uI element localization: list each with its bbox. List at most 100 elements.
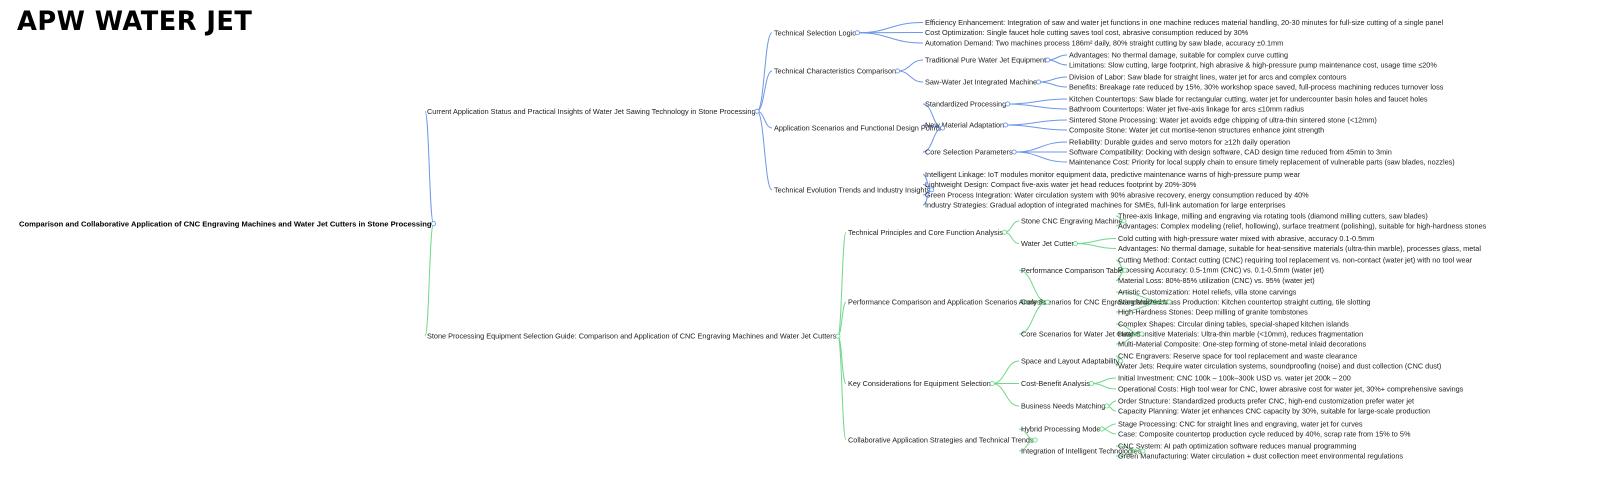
- mindmap-branch-label: Core Scenarios for Water Jet Cutters: [1021, 330, 1141, 339]
- mindmap-collapse-toggle[interactable]: [1121, 218, 1127, 224]
- mindmap-connector: [897, 59, 924, 72]
- mindmap-branch-label: Key Considerations for Equipment Selecti…: [848, 379, 991, 388]
- mindmap-leaf-label: Advantages: No thermal damage, suitable …: [1118, 244, 1481, 253]
- mindmap-connector: [756, 110, 773, 191]
- mindmap-leaf-label: High-Hardness Stones: Deep milling of gr…: [1118, 308, 1308, 317]
- mindmap-branch-label: Business Needs Matching: [1021, 402, 1105, 411]
- mindmap-collapse-toggle[interactable]: [835, 333, 841, 339]
- mindmap-connector: [837, 335, 847, 441]
- mindmap-connector: [1038, 76, 1068, 83]
- mindmap-leaf-label: Cutting Method: Contact cutting (CNC) re…: [1118, 256, 1473, 265]
- mindmap-leaf-label: Sintered Stone Processing: Water jet avo…: [1069, 116, 1377, 125]
- mindmap-branch-label: Water Jet Cutter: [1021, 239, 1074, 248]
- mindmap-leaf-label: Standardized Mass Production: Kitchen co…: [1118, 298, 1370, 307]
- mindmap-connector: [1047, 59, 1068, 66]
- mindmap-branch-label: Space and Layout Adaptability: [1021, 357, 1120, 366]
- mindmap-connector: [1014, 151, 1068, 163]
- mindmap-branch-label: Application Scenarios and Functional Des…: [774, 124, 941, 133]
- mindmap-connector: [1115, 450, 1143, 457]
- mindmap-collapse-toggle[interactable]: [1001, 229, 1007, 235]
- mindmap-connector: [1005, 124, 1068, 131]
- mindmap-leaf-label: Processing Accuracy: 0.5-1mm (CNC) vs. 0…: [1118, 266, 1324, 275]
- mindmap-leaf-label: Initial Investment: CNC 100k – 100k–300k…: [1118, 374, 1351, 383]
- mindmap-leaf-label: Benefits: Breakage rate reduced by 15%, …: [1069, 83, 1444, 92]
- mindmap-collapse-toggle[interactable]: [895, 68, 901, 74]
- mindmap-connector: [1075, 238, 1117, 244]
- mindmap-leaf-label: Heat-Sensitive Materials: Ultra-thin mar…: [1118, 330, 1363, 339]
- mindmap-collapse-toggle[interactable]: [754, 108, 760, 114]
- mindmap-leaf-label: Multi-Material Composite: One-step formi…: [1118, 340, 1367, 349]
- mindmap-branch-label: New Material Adaptation: [925, 121, 1004, 130]
- mindmap-branch-label: Hybrid Processing Mode: [1021, 425, 1101, 434]
- mindmap-connector: [1018, 301, 1048, 335]
- mindmap-collapse-toggle[interactable]: [1166, 299, 1172, 305]
- mindmap-leaf-label: Three-axis linkage, milling and engravin…: [1118, 212, 1428, 221]
- mindmap-collapse-toggle[interactable]: [1118, 358, 1124, 364]
- mindmap-leaf-label: Case: Composite countertop production cy…: [1118, 430, 1411, 439]
- mindmap-connector: [857, 32, 924, 44]
- mindmap-leaf-label: Order Structure: Standardized products p…: [1118, 397, 1414, 406]
- mindmap-leaf-label: Advantages: No thermal damage, suitable …: [1069, 51, 1288, 60]
- mindmap-connector: [424, 223, 435, 337]
- mindmap-leaf-label: Capacity Planning: Water jet enhances CN…: [1118, 407, 1430, 416]
- mindmap-collapse-toggle[interactable]: [989, 380, 995, 387]
- mindmap-collapse-toggle[interactable]: [854, 30, 860, 36]
- mindmap-branch-label: Integration of Intelligent Technologies: [1021, 447, 1142, 456]
- mindmap-leaf-label: Composite Stone: Water jet cut mortise-t…: [1069, 126, 1324, 135]
- mindmap-leaf-label: CNC Engravers: Reserve space for tool re…: [1118, 352, 1357, 361]
- mindmap-branch-label: Stone Processing Equipment Selection Gui…: [427, 332, 837, 341]
- mindmap-branch-label: Technical Principles and Core Function A…: [848, 228, 1003, 237]
- mindmap-branch-label: Performance Comparison and Application S…: [848, 298, 1046, 307]
- mindmap-collapse-toggle[interactable]: [1003, 122, 1009, 128]
- mindmap-connector: [1091, 377, 1117, 384]
- mindmap-leaf-label: Stage Processing: CNC for straight lines…: [1118, 420, 1363, 429]
- mindmap-connector: [1091, 383, 1117, 390]
- mindmap-connector: [1115, 301, 1170, 313]
- mindmap-collapse-toggle[interactable]: [1036, 79, 1042, 85]
- mindmap-leaf-label: Limitations: Slow cutting, large footpri…: [1069, 61, 1437, 70]
- mindmap-collapse-toggle[interactable]: [929, 187, 935, 193]
- mindmap-collapse-toggle[interactable]: [1044, 299, 1050, 305]
- mindmap-collapse-toggle[interactable]: [1139, 331, 1145, 337]
- mindmap-leaf-label: Green Process Integration: Water circula…: [925, 191, 1309, 200]
- brand-logo-text: APW WATER JET: [17, 6, 253, 37]
- mindmap-connector: [1115, 333, 1142, 345]
- mindmap-connector: [1014, 141, 1068, 153]
- mindmap-branch-label: Technical Selection Logic: [774, 28, 856, 37]
- mindmap-branch-label: Core Scenarios for CNC Engraving Machine…: [1021, 298, 1168, 307]
- mindmap-leaf-label: Reliability: Durable guides and servo mo…: [1069, 138, 1290, 147]
- mindmap-leaf-label: Division of Labor: Saw blade for straigh…: [1069, 73, 1347, 82]
- mindmap-leaf-label: Lightweight Design: Compact five-axis wa…: [925, 180, 1197, 189]
- mindmap-collapse-toggle[interactable]: [1032, 437, 1038, 443]
- mindmap-collapse-toggle[interactable]: [1122, 267, 1128, 273]
- mindmap-collapse-toggle[interactable]: [1072, 240, 1078, 247]
- mindmap-leaf-label: Artistic Customization: Hotel reliefs, v…: [1118, 288, 1297, 297]
- mindmap-collapse-toggle[interactable]: [1140, 448, 1146, 454]
- mindmap-branch-label: Traditional Pure Water Jet Equipment: [925, 56, 1046, 65]
- mindmap-connector: [424, 110, 435, 225]
- mindmap-leaf-label: Complex Shapes: Circular dining tables, …: [1118, 320, 1349, 329]
- mindmap-collapse-toggle[interactable]: [1005, 101, 1011, 107]
- mindmap-leaf-label: Cost Optimization: Single faucet hole cu…: [925, 28, 1249, 37]
- mindmap-collapse-toggle[interactable]: [1011, 149, 1017, 155]
- mindmap-collapse-toggle[interactable]: [1045, 57, 1051, 63]
- mindmap-connector: [1047, 54, 1068, 61]
- mindmap-branch-label: Saw-Water Jet Integrated Machine: [925, 78, 1037, 87]
- mindmap-connector: [1005, 119, 1068, 126]
- mindmap-branch-label: Collaborative Application Strategies and…: [848, 436, 1034, 445]
- mindmap-collapse-toggle[interactable]: [1104, 403, 1110, 409]
- mindmap-branch-label: Standardized Processing: [925, 100, 1006, 109]
- mindmap-collapse-toggle[interactable]: [1099, 426, 1105, 432]
- mindmap-branch-label: Stone CNC Engraving Machine: [1021, 217, 1122, 226]
- mindmap-leaf-label: Green Manufacturing: Water circulation +…: [1118, 452, 1403, 461]
- mindmap-connector: [1007, 98, 1068, 105]
- mindmap-connector: [1004, 220, 1020, 233]
- mindmap-connector: [1007, 103, 1068, 110]
- mindmap-leaf-label: CNC System: AI path optimization softwar…: [1118, 442, 1356, 451]
- mindmap-collapse-toggle[interactable]: [430, 221, 437, 227]
- mindmap-collapse-toggle[interactable]: [940, 125, 946, 131]
- mindmap-connector: [897, 70, 924, 83]
- mindmap-collapse-toggle[interactable]: [1088, 380, 1095, 387]
- mindmap-leaf-label: Water Jets: Require water circulation sy…: [1118, 362, 1441, 371]
